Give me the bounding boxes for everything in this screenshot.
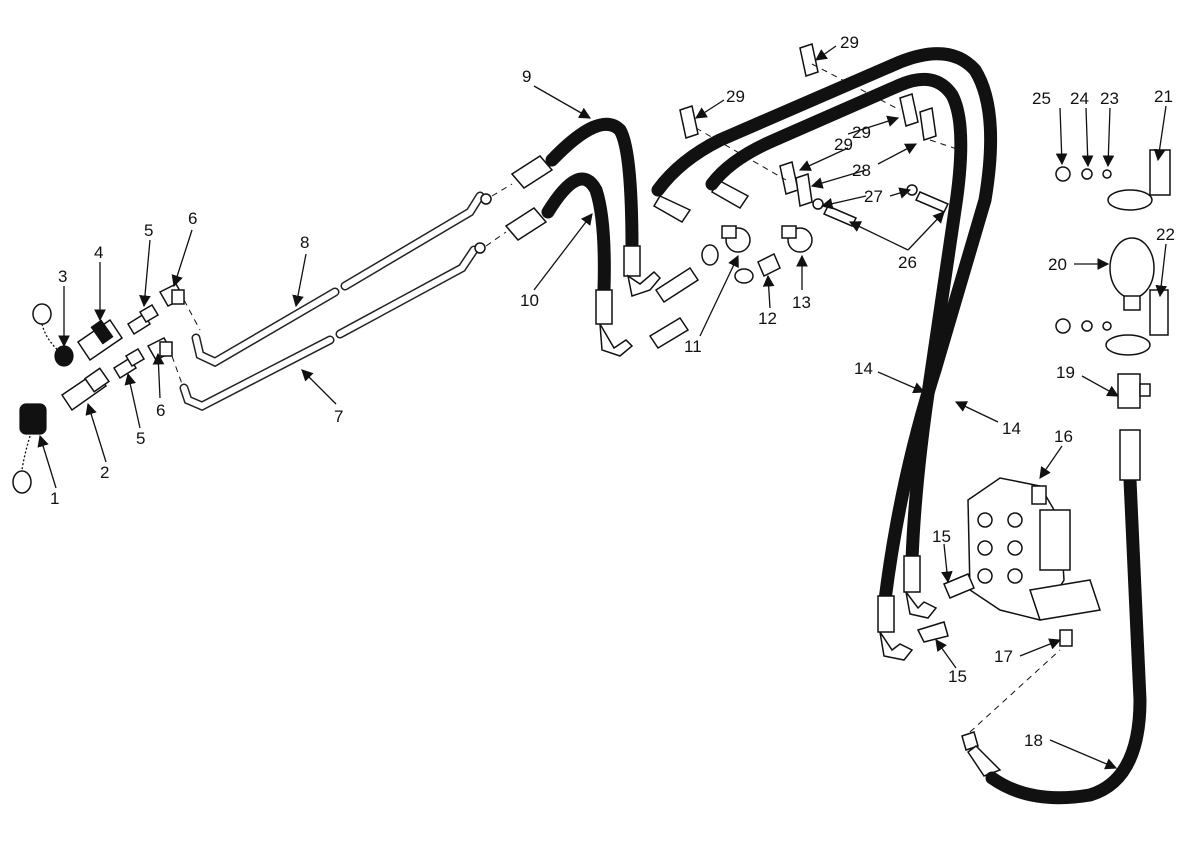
callout-18: 18 [1024, 731, 1043, 750]
callout-3: 3 [58, 267, 67, 286]
callout-29-top: 29 [840, 33, 859, 52]
callout-16: 16 [1054, 427, 1073, 446]
control-valve-part-16 [967, 477, 1101, 621]
bracket-part-22 [1105, 289, 1169, 356]
fitting-part-11 [648, 225, 754, 350]
callout-5-lower: 5 [136, 429, 145, 448]
steel-tube-part-7 [179, 242, 486, 411]
bracket-part-21 [1107, 149, 1171, 211]
coupler-group [12, 283, 201, 494]
callout-23: 23 [1100, 89, 1119, 108]
hose-assembly-part-14-inner [705, 72, 968, 619]
elbow-part-6-lower [146, 337, 174, 361]
elbow-fitting-part-13 [781, 225, 813, 253]
hardware-parts-23-25 [1055, 166, 1112, 334]
callout-2: 2 [100, 463, 109, 482]
callout-7: 7 [334, 407, 343, 426]
callout-14-right: 14 [1002, 419, 1021, 438]
hose-assembly-part-10 [504, 172, 634, 357]
callout-10: 10 [520, 291, 539, 310]
callout-13: 13 [792, 293, 811, 312]
callout-29-right: 29 [852, 123, 871, 142]
fitting-part-12 [757, 252, 781, 278]
fitting-part-15 [916, 573, 975, 643]
callout-28: 28 [852, 161, 871, 180]
callout-22: 22 [1156, 225, 1175, 244]
callout-leaders [37, 45, 1168, 770]
callout-25: 25 [1032, 89, 1051, 108]
callout-8: 8 [300, 233, 309, 252]
elbow-part-6-upper [158, 283, 186, 307]
callout-27: 27 [864, 187, 883, 206]
callout-29-left: 29 [726, 87, 745, 106]
tee-fitting-part-19 [1117, 373, 1151, 409]
dust-plug-part-3 [32, 303, 74, 367]
callout-29-mid: 29 [834, 135, 853, 154]
callout-6-upper: 6 [188, 209, 197, 228]
quick-coupler-part-4 [76, 318, 124, 362]
callout-26: 26 [898, 253, 917, 272]
callout-9: 9 [522, 67, 531, 86]
callout-5-upper: 5 [144, 221, 153, 240]
callout-14-left: 14 [854, 359, 873, 378]
hose-assembly-part-18 [961, 429, 1147, 805]
callout-20: 20 [1048, 255, 1067, 274]
coupler-body-part-2 [60, 367, 111, 412]
adapter-part-5-upper [126, 303, 160, 336]
hose-assembly-part-14-outer [651, 47, 998, 661]
steel-tube-part-8 [191, 191, 492, 368]
callout-labels: 1 2 3 4 5 5 6 6 7 8 9 10 11 12 13 14 14 … [50, 33, 1175, 750]
callout-21: 21 [1154, 87, 1173, 106]
adapter-part-5-lower [112, 347, 146, 380]
callout-17: 17 [994, 647, 1013, 666]
callout-1: 1 [50, 489, 59, 508]
callout-24: 24 [1070, 89, 1089, 108]
fitting-part-17 [1059, 629, 1073, 647]
callout-19: 19 [1056, 363, 1075, 382]
accumulator-part-20 [1109, 237, 1155, 311]
callout-15-upper: 15 [932, 527, 951, 546]
callout-12: 12 [758, 309, 777, 328]
callout-4: 4 [94, 243, 103, 262]
callout-6-lower: 6 [156, 401, 165, 420]
hose-assembly-part-9 [510, 117, 662, 297]
callout-11: 11 [684, 337, 702, 356]
callout-15-lower: 15 [948, 667, 967, 686]
dust-cap-part-1 [12, 403, 47, 494]
